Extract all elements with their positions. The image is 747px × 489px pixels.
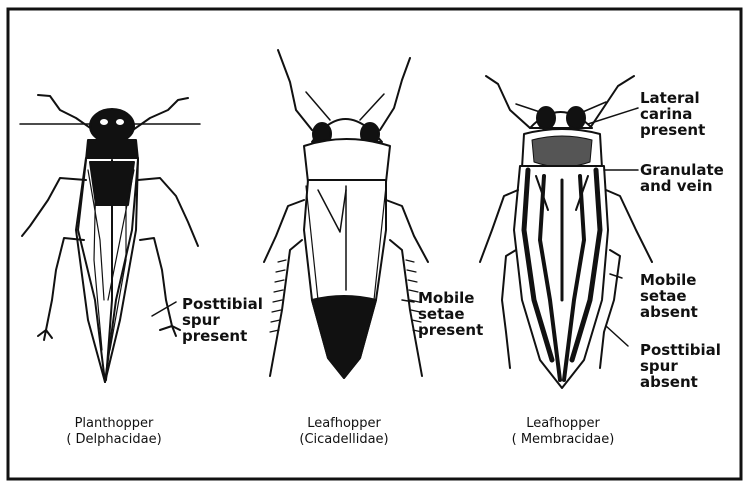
caption-planthopper: Planthopper ( Delphacidae) bbox=[54, 416, 174, 448]
label-lateral-carina-present: Lateral carina present bbox=[640, 90, 705, 138]
cicadellid-drawing bbox=[264, 50, 428, 378]
caption-family: ( Delphacidae) bbox=[54, 432, 174, 448]
caption-membracid: Leafhopper ( Membracidae) bbox=[498, 416, 628, 448]
caption-cicadellid: Leafhopper (Cicadellidae) bbox=[284, 416, 404, 448]
label-posttibial-spur-present: Posttibial spur present bbox=[182, 296, 263, 344]
planthopper-drawing bbox=[20, 95, 200, 382]
caption-family: (Cicadellidae) bbox=[284, 432, 404, 448]
label-posttibial-spur-absent: Posttibial spur absent bbox=[640, 342, 721, 390]
label-granulate-and-vein: Granulate and vein bbox=[640, 162, 724, 194]
caption-name: Planthopper bbox=[54, 416, 174, 432]
membracid-drawing bbox=[480, 76, 652, 388]
label-mobile-setae-absent: Mobile setae absent bbox=[640, 272, 698, 320]
caption-name: Leafhopper bbox=[284, 416, 404, 432]
caption-name: Leafhopper bbox=[498, 416, 628, 432]
label-mobile-setae-present: Mobile setae present bbox=[418, 290, 483, 338]
caption-family: ( Membracidae) bbox=[498, 432, 628, 448]
